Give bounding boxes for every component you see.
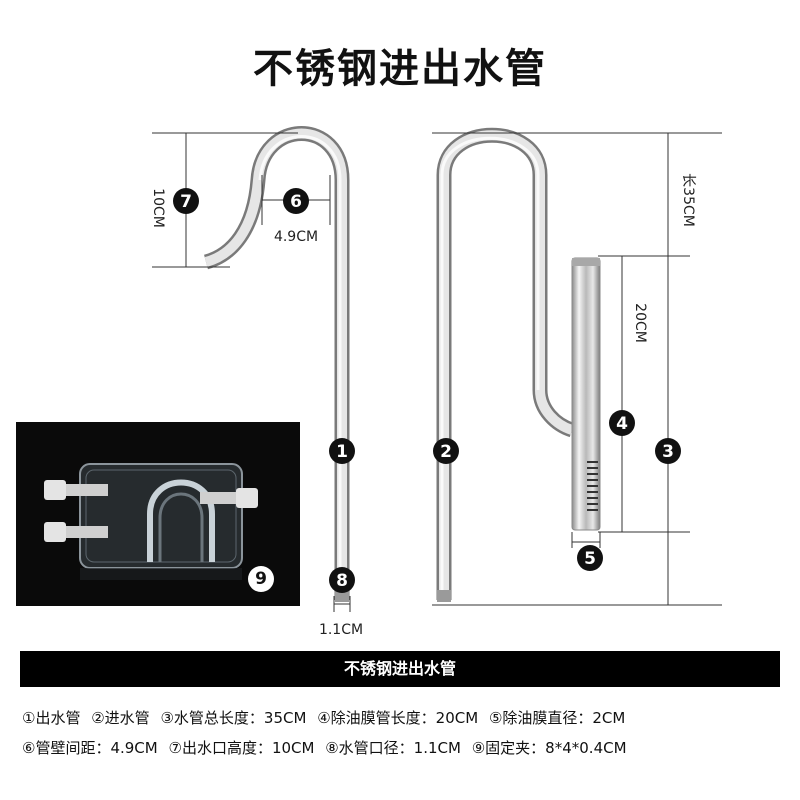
marker-5: 5 xyxy=(577,545,603,571)
page-title: 不锈钢进出水管 xyxy=(253,46,547,92)
outlet-pipe xyxy=(203,126,350,602)
dim-label-outlet-height: 10CM xyxy=(150,188,166,228)
svg-text:5: 5 xyxy=(584,549,596,569)
spec-item: ⑤除油膜直径：2CM xyxy=(488,709,626,727)
marker-2: 2 xyxy=(433,438,459,464)
spec-line-2: ⑥管壁间距：4.9CM ⑦出水口高度：10CM ⑧水管口径：1.1CM ⑨固定夹… xyxy=(22,737,633,758)
skimmer-slots xyxy=(587,461,598,511)
spec-item: ⑧水管口径：1.1CM xyxy=(325,739,461,757)
spec-item: ③水管总长度：35CM xyxy=(160,709,307,727)
marker-7: 7 xyxy=(173,188,199,214)
section-band-title: 不锈钢进出水管 xyxy=(20,651,780,687)
svg-text:4: 4 xyxy=(616,414,628,434)
marker-9: 9 xyxy=(248,566,274,592)
spec-item: ⑦出水口高度：10CM xyxy=(168,739,315,757)
inlet-pipe xyxy=(436,127,601,602)
svg-text:6: 6 xyxy=(290,192,302,212)
dim-label-skimmer-length: 20CM xyxy=(632,303,648,343)
svg-text:1: 1 xyxy=(336,442,348,462)
spec-item: ⑥管壁间距：4.9CM xyxy=(22,739,158,757)
svg-text:7: 7 xyxy=(180,192,192,212)
clamp-photo: 9 xyxy=(16,422,300,606)
marker-3: 3 xyxy=(655,438,681,464)
spec-item: ④除油膜管长度：20CM xyxy=(317,709,479,727)
dim-label-total-length: 长35CM xyxy=(680,173,696,227)
svg-text:3: 3 xyxy=(662,442,674,462)
marker-1: 1 xyxy=(329,438,355,464)
marker-6: 6 xyxy=(283,188,309,214)
svg-text:8: 8 xyxy=(336,571,348,591)
dim-label-wall-distance: 4.9CM xyxy=(274,229,318,245)
spec-item: ⑨固定夹：8*4*0.4CM xyxy=(471,739,627,757)
svg-text:2: 2 xyxy=(440,442,452,462)
spec-item: ①出水管 xyxy=(22,709,81,727)
spec-item: ②进水管 xyxy=(91,709,150,727)
dim-label-pipe-diameter: 1.1CM xyxy=(319,622,363,638)
marker-4: 4 xyxy=(609,410,635,436)
spec-line-1: ①出水管 ②进水管 ③水管总长度：35CM ④除油膜管长度：20CM ⑤除油膜直… xyxy=(22,707,631,728)
marker-8: 8 xyxy=(329,567,355,593)
product-illustration: 1 2 3 4 5 6 7 8 10CM 4.9CM 1.1CM 20CM 长3… xyxy=(150,126,722,638)
